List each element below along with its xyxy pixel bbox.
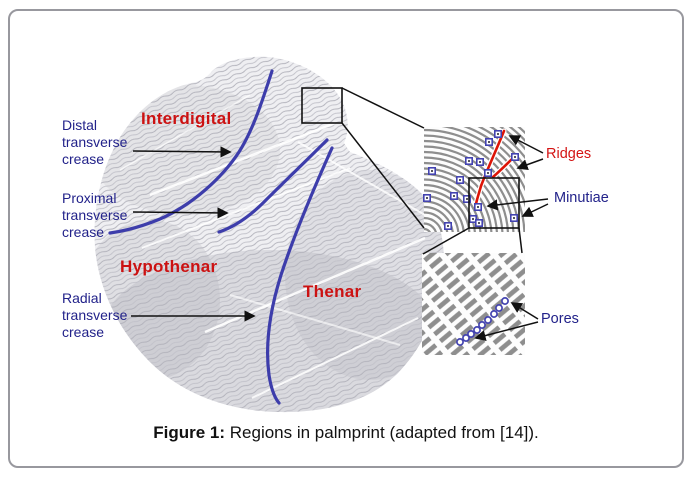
palmprint-image — [94, 56, 445, 413]
figure-frame-border — [8, 9, 684, 468]
inset-label-pores: Pores — [541, 311, 579, 327]
pores-arrow-upper — [510, 302, 539, 320]
label-arrows — [131, 135, 549, 342]
minutiae-markers — [422, 130, 519, 231]
ridges-arrow-upper — [508, 135, 544, 154]
radial-transverse-crease-line — [266, 146, 334, 405]
figure-caption-text: Regions in palmprint (adapted from [14])… — [225, 423, 539, 442]
pores-arrow-lower — [474, 321, 539, 342]
inset-label-minutiae: Minutiae — [554, 190, 609, 206]
ridges-inset — [422, 127, 525, 232]
crease-label-distal: Distal transverse crease — [62, 117, 128, 167]
inset-label-ridges: Ridges — [546, 146, 592, 162]
zoom-connector-lines — [341, 87, 523, 255]
proximal-crease-arrow — [132, 207, 229, 219]
pore-markers — [456, 297, 509, 346]
region-label-thenar: Thenar — [303, 282, 362, 301]
figure-caption-number: Figure 1: — [153, 423, 226, 442]
proximal-transverse-crease-line — [217, 138, 329, 234]
distal-transverse-crease-line — [108, 69, 274, 235]
distal-crease-arrow — [132, 146, 232, 158]
minutiae-arrow-lower — [521, 203, 549, 217]
minutiae-arrow-upper — [486, 198, 549, 211]
region-label-interdigital: Interdigital — [141, 109, 232, 128]
crease-label-radial: Radial transverse crease — [62, 290, 128, 340]
ridges-arrow-lower — [516, 158, 544, 171]
principal-creases — [108, 69, 334, 405]
palm-zoom-box — [301, 87, 343, 124]
crease-label-proximal: Proximal transverse crease — [62, 190, 128, 240]
figure-caption: Figure 1: Regions in palmprint (adapted … — [153, 423, 539, 443]
pores-inset — [422, 253, 525, 355]
region-label-hypothenar: Hypothenar — [120, 257, 218, 276]
